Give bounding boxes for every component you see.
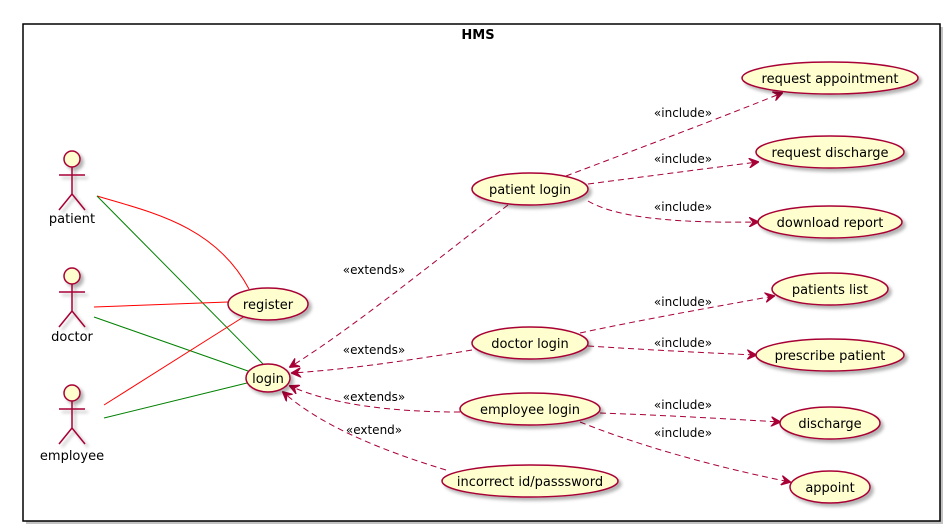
association-patient-login (96, 195, 264, 365)
use-case-label: appoint (805, 481, 854, 496)
relation-arrow-employee_login-login (290, 386, 461, 413)
use-case-request-appointment[interactable]: request appointment (741, 61, 919, 95)
relation-arrow-patient_login-login (290, 204, 509, 367)
relation-label-doctor_login-login: «extends» (343, 343, 406, 357)
actor-label: employee (40, 449, 104, 464)
use-case-label: register (243, 298, 294, 313)
use-case-label: prescribe patient (775, 349, 886, 364)
association-employee-login (103, 382, 248, 419)
use-case-ellipse[interactable] (471, 326, 589, 360)
use-case-label: employee login (480, 403, 580, 418)
relation-arrow-employee_login-appoint (579, 421, 790, 482)
use-case-label: patients list (792, 283, 868, 298)
relation-arrow-patient_login-request_discharge (587, 162, 758, 185)
use-case-ellipse[interactable] (227, 287, 309, 321)
nodes-layer: register login patient login doctor login em… (40, 61, 919, 504)
actor-body (58, 167, 86, 211)
edges-layer: «extends» «extends» «extends» «extend» «incl… (93, 93, 790, 482)
use-case-ellipse[interactable] (771, 272, 889, 306)
association-employee-register (103, 315, 246, 406)
relation-label-patient_login-request_appointment: «include» (654, 106, 712, 120)
use-case-label: download report (777, 216, 884, 231)
relation-arrow-patient_login-request_appointment (565, 93, 782, 177)
relation-label-incorrect-login: «extend» (346, 423, 402, 437)
actor-body (58, 284, 86, 328)
relation-label-patient_login-login: «extends» (343, 263, 406, 277)
relation-label-doctor_login-patients_list: «include» (654, 295, 712, 309)
use-case-label: login (252, 372, 284, 387)
use-case-patient-login[interactable]: patient login (471, 172, 589, 206)
actor-body (58, 401, 86, 445)
association-doctor-register (93, 301, 229, 308)
use-case-label: request discharge (772, 146, 889, 161)
use-case-prescribe-patient[interactable]: prescribe patient (755, 338, 905, 372)
relation-label-employee_login-login: «extends» (343, 390, 406, 404)
actor-head (63, 267, 81, 285)
use-case-discharge[interactable]: discharge (779, 406, 881, 440)
use-case-ellipse[interactable] (789, 470, 871, 504)
relation-arrow-patient_login-download_report (587, 200, 758, 222)
use-case-request-discharge[interactable]: request discharge (755, 135, 905, 169)
use-case-register[interactable]: register (227, 287, 309, 321)
system-boundary: HMS (22, 23, 943, 524)
use-case-label: patient login (489, 183, 571, 198)
actor-doctor[interactable] (58, 267, 86, 328)
system-boundary-frame (22, 23, 941, 522)
relation-arrow-doctor_login-patients_list (579, 296, 774, 334)
use-case-ellipse[interactable] (755, 338, 905, 372)
use-case-login[interactable]: login (245, 363, 291, 393)
relation-label-doctor_login-prescribe_patient: «include» (654, 336, 712, 350)
use-case-download-report[interactable]: download report (757, 205, 903, 239)
use-case-ellipse[interactable] (755, 135, 905, 169)
use-case-incorrect[interactable]: incorrect id/passsword (441, 464, 619, 498)
use-case-label: request appointment (762, 72, 899, 87)
relation-label-employee_login-discharge: «include» (654, 398, 712, 412)
actor-employee[interactable] (58, 384, 86, 445)
use-case-appoint[interactable]: appoint (789, 470, 871, 504)
use-case-ellipse[interactable] (245, 363, 291, 393)
relation-arrow-employee_login-discharge (599, 412, 780, 422)
use-case-ellipse[interactable] (441, 464, 619, 498)
actor-label: patient (49, 212, 95, 227)
actor-head (63, 150, 81, 168)
use-case-ellipse[interactable] (741, 61, 919, 95)
use-case-ellipse[interactable] (757, 205, 903, 239)
use-case-employee-login[interactable]: employee login (459, 392, 601, 426)
actor-label: doctor (51, 330, 93, 345)
relation-label-patient_login-request_discharge: «include» (654, 152, 712, 166)
use-case-label: discharge (798, 417, 861, 432)
relation-arrow-incorrect-login (283, 392, 447, 471)
use-case-label: incorrect id/passsword (457, 475, 603, 490)
relation-arrow-doctor_login-prescribe_patient (587, 345, 756, 355)
relation-label-patient_login-download_report: «include» (654, 200, 712, 214)
actor-head (63, 384, 81, 402)
use-case-label: doctor login (491, 337, 569, 352)
association-patient-register (96, 195, 250, 290)
use-case-ellipse[interactable] (459, 392, 601, 426)
relation-arrow-doctor_login-login (292, 349, 473, 373)
use-case-doctor-login[interactable]: doctor login (471, 326, 589, 360)
system-title: HMS (461, 28, 494, 43)
use-case-patients-list[interactable]: patients list (771, 272, 889, 306)
actor-patient[interactable] (58, 150, 86, 211)
association-doctor-login (93, 316, 249, 372)
use-case-ellipse[interactable] (779, 406, 881, 440)
relation-label-employee_login-appoint: «include» (654, 426, 712, 440)
use-case-ellipse[interactable] (471, 172, 589, 206)
